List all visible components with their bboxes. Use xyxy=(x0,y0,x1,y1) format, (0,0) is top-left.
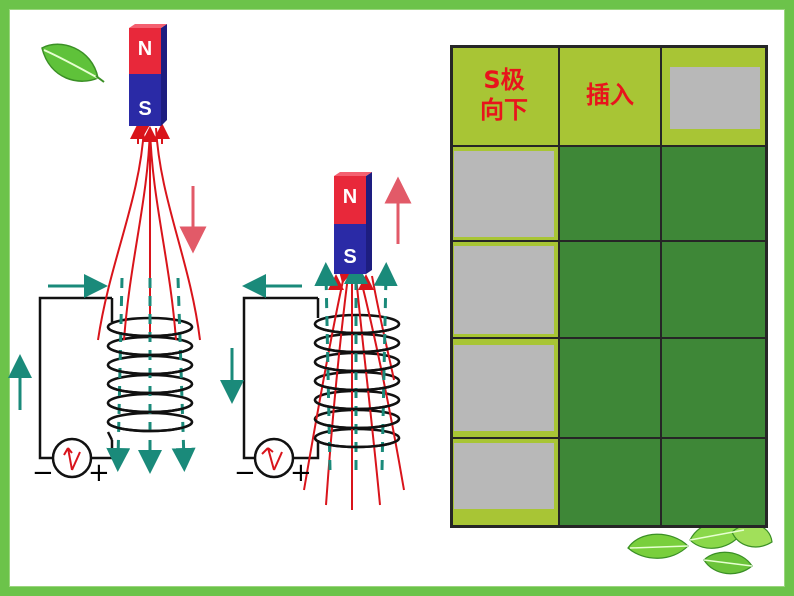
magnet-right xyxy=(334,172,372,274)
header-action-text: 插入 xyxy=(586,81,634,109)
galvanometer-left-minus: − xyxy=(32,458,54,488)
magnet-left-south-label: S xyxy=(138,98,152,120)
row1-cell xyxy=(662,147,768,242)
magnet-left xyxy=(129,24,167,126)
field-lines-left xyxy=(97,119,201,341)
galvanometer-right xyxy=(253,437,295,479)
magnet-right-north-label: N xyxy=(342,186,358,208)
header-cell-empty xyxy=(662,45,768,147)
row1-cell xyxy=(560,147,662,242)
header-pole-text: S极向下 xyxy=(480,66,528,124)
row4-cell xyxy=(560,439,662,528)
row1-label-cell xyxy=(450,147,560,242)
row4-label-cell xyxy=(450,439,560,528)
result-table: S极向下 插入 xyxy=(450,45,768,528)
row3-cell xyxy=(560,339,662,439)
galvanometer-right-plus: + xyxy=(290,458,312,488)
circuit-wire-right xyxy=(242,296,320,460)
header-cell-action: 插入 xyxy=(560,45,662,147)
answer-placeholder xyxy=(454,151,554,237)
magnet-left-north-label: N xyxy=(137,38,153,60)
galvanometer-right-minus: − xyxy=(234,458,256,488)
answer-placeholder xyxy=(454,246,554,334)
row2-label-cell xyxy=(450,242,560,339)
leaf-cluster-icon xyxy=(627,520,773,575)
answer-placeholder xyxy=(454,443,554,509)
row3-label-cell xyxy=(450,339,560,439)
row3-cell xyxy=(662,339,768,439)
row4-cell xyxy=(662,439,768,528)
answer-placeholder xyxy=(670,67,760,129)
header-cell-pole: S极向下 xyxy=(450,45,560,147)
coil-right-front xyxy=(313,323,401,449)
row2-cell xyxy=(662,242,768,339)
galvanometer-left-plus: + xyxy=(88,458,110,488)
magnet-right-south-label: S xyxy=(343,246,357,268)
leaf-icon xyxy=(41,43,105,83)
galvanometer-left xyxy=(51,437,93,479)
coil-left-front xyxy=(106,326,194,433)
answer-placeholder xyxy=(454,345,554,431)
row2-cell xyxy=(560,242,662,339)
